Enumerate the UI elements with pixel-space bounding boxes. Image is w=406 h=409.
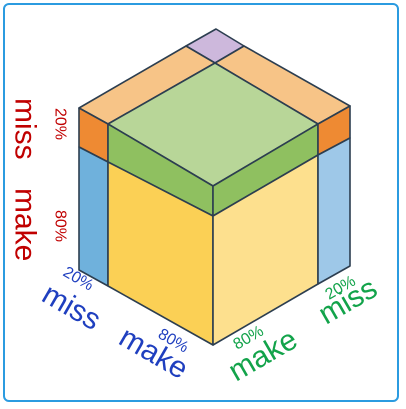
right-strip-blue <box>317 137 351 285</box>
red-make-label: make <box>9 188 42 261</box>
red-make-percent: 80% <box>52 210 69 242</box>
red-miss-percent: 20% <box>52 108 69 140</box>
blue-make-label: make <box>114 320 194 385</box>
left-strip-blue <box>78 146 109 287</box>
blue-miss-label: miss <box>37 277 107 336</box>
red-miss-label: miss <box>9 98 42 160</box>
